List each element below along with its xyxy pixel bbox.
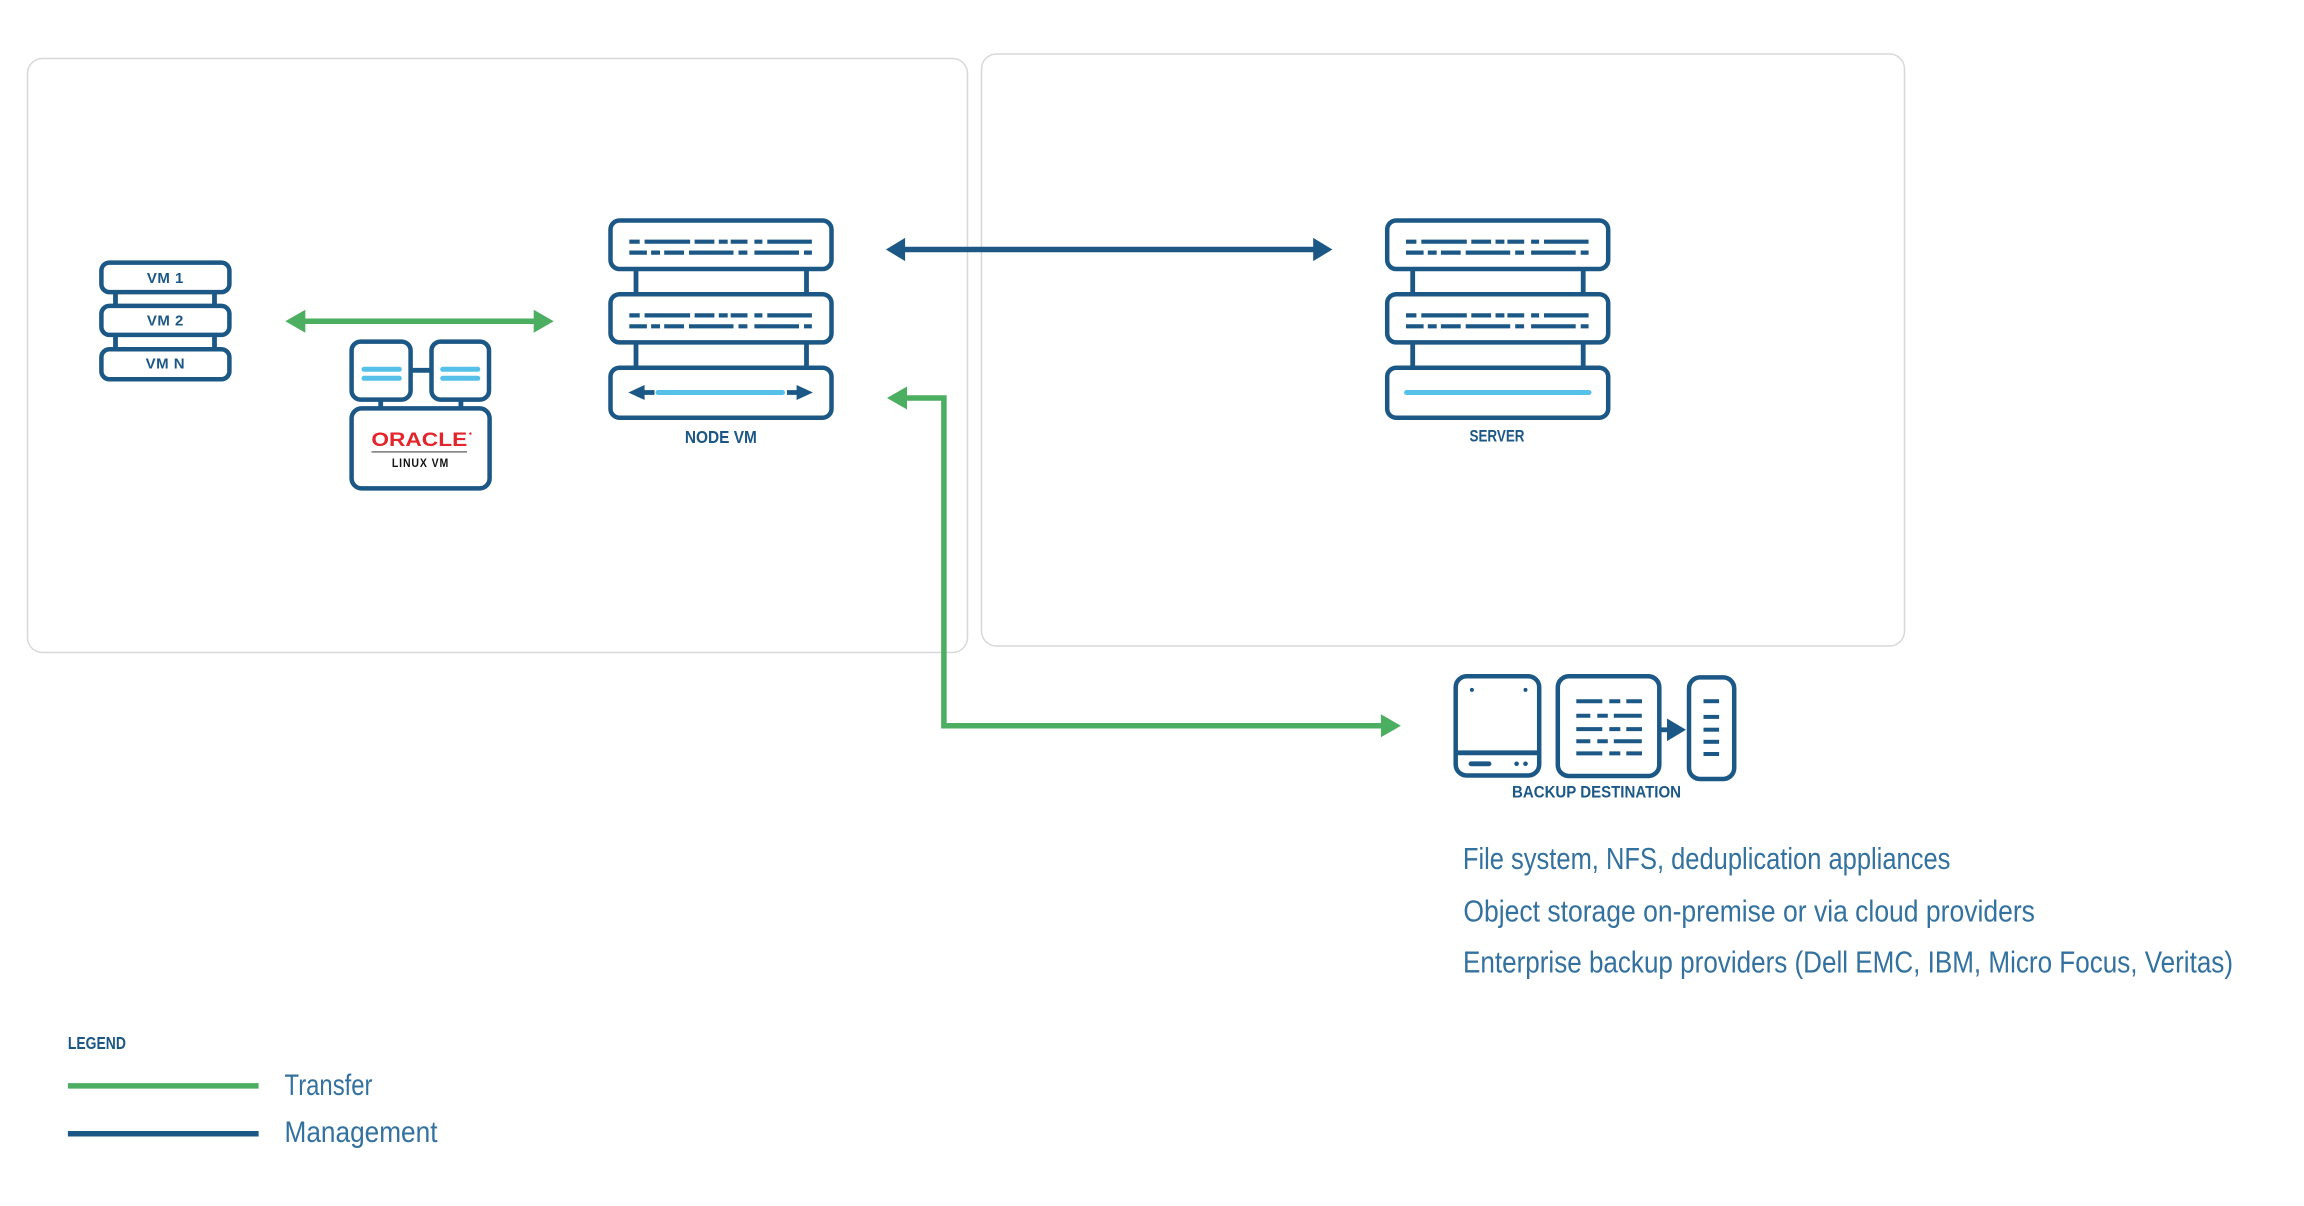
svg-text:File system, NFS, deduplicatio: File system, NFS, deduplication applianc… [1463,841,1951,876]
svg-text:SERVER: SERVER [1470,427,1525,446]
svg-text:BACKUP DESTINATION: BACKUP DESTINATION [1512,784,1681,802]
svg-text:Enterprise backup providers (D: Enterprise backup providers (Dell EMC, I… [1463,945,2233,980]
svg-text:VM 1: VM 1 [147,270,184,287]
svg-text:LEGEND: LEGEND [68,1033,126,1053]
svg-text:VM 2: VM 2 [147,313,184,330]
svg-text:ORACLE: ORACLE [371,429,467,451]
svg-text:Transfer: Transfer [285,1069,373,1102]
svg-text:LINUX VM: LINUX VM [392,456,449,470]
svg-text:Management: Management [285,1116,439,1149]
svg-text:NODE VM: NODE VM [685,427,757,447]
svg-text:Object storage on-premise or v: Object storage on-premise or via cloud p… [1463,894,2035,929]
svg-text:VM N: VM N [146,356,186,373]
